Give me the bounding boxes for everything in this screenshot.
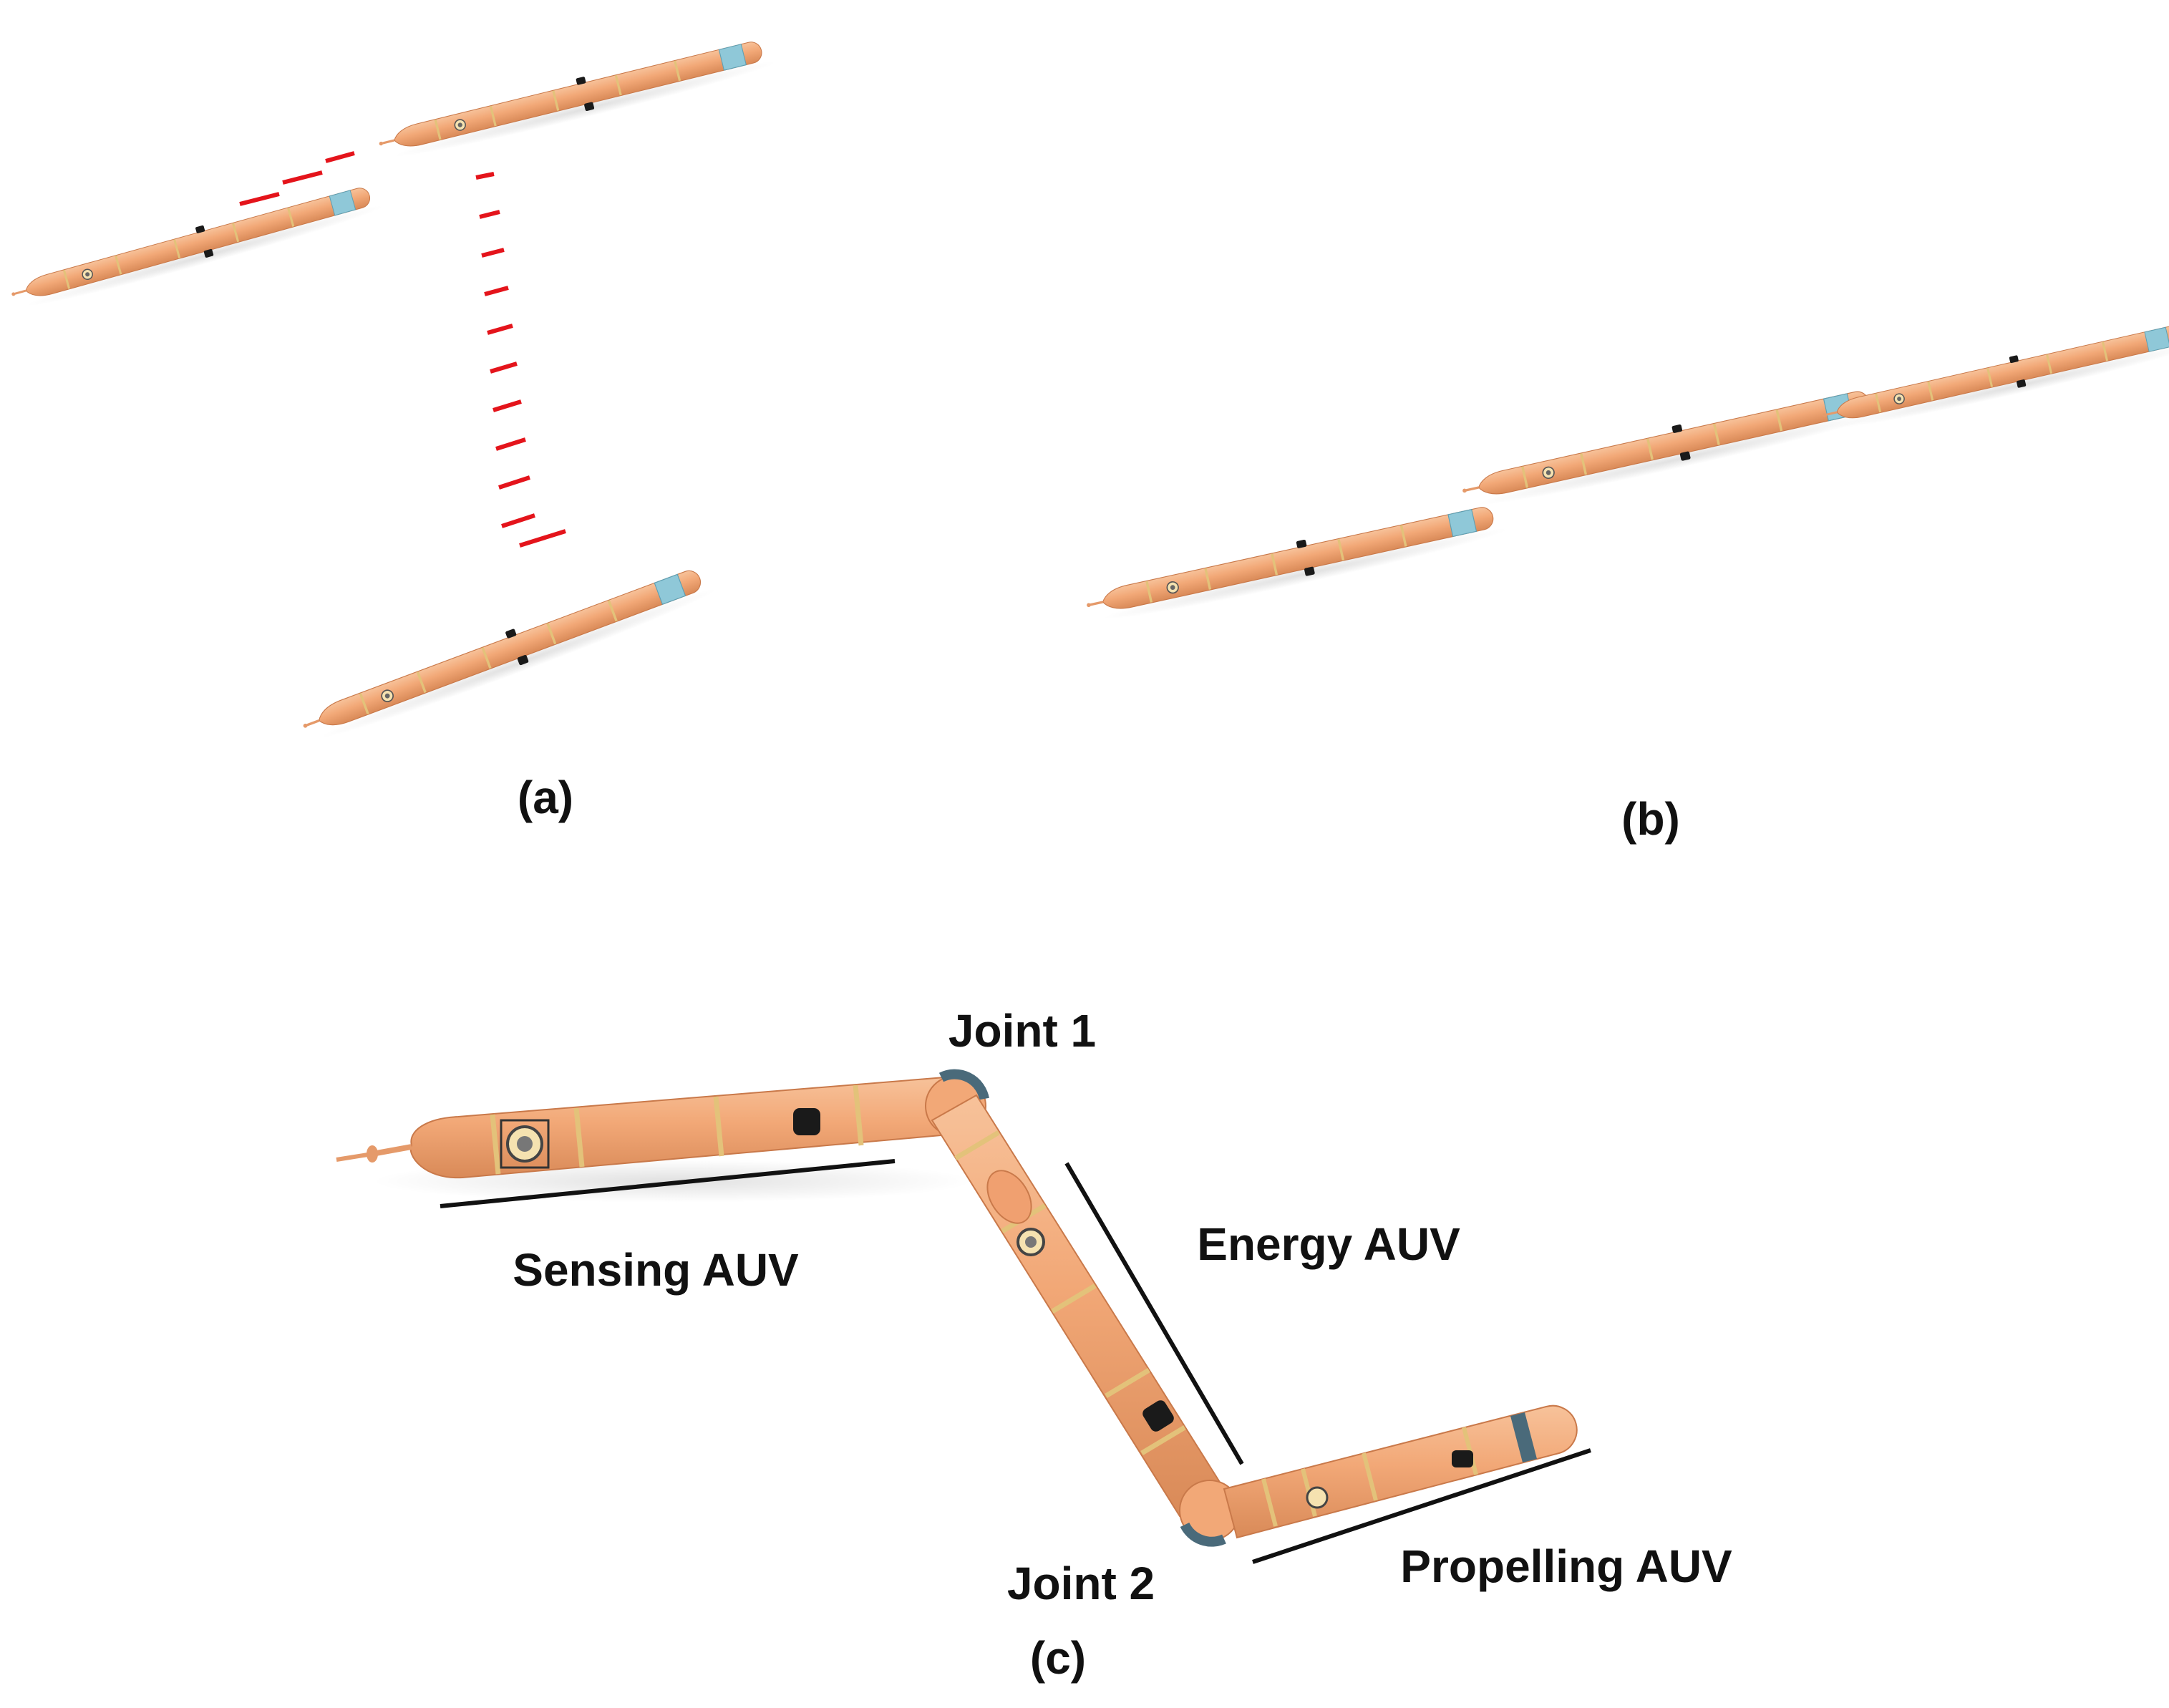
energy-leader-line [1064, 1162, 1244, 1465]
panel-b-auv-3 [1818, 314, 2169, 439]
sensing-leader-line [440, 1159, 896, 1208]
panel-a-auv-right [374, 29, 780, 168]
propelling-auv [1223, 1404, 1578, 1539]
panel-a-auv-left [6, 176, 388, 317]
panel-c: Joint 1 Sensing AUV Energy AUV Joint 2 P… [336, 1005, 1732, 1684]
sensing-auv-label: Sensing AUV [513, 1244, 799, 1296]
panel-a-caption: (a) [518, 772, 573, 823]
propelling-leader-line [1252, 1448, 1591, 1564]
panel-a: (a) [6, 29, 780, 823]
joint-2-label: Joint 2 [1007, 1558, 1155, 1609]
leader-lines [440, 1159, 1591, 1564]
energy-auv-label: Energy AUV [1197, 1218, 1460, 1270]
propelling-auv-label: Propelling AUV [1400, 1540, 1732, 1592]
panel-a-auv-bottom [296, 555, 722, 752]
energy-auv [931, 1094, 1226, 1518]
panel-c-caption: (c) [1030, 1632, 1086, 1684]
docking-path-horizontal [239, 151, 355, 206]
panel-b-caption: (b) [1621, 793, 1680, 845]
docking-path-vertical [475, 172, 566, 548]
panel-b-auv-1 [1082, 495, 1513, 631]
joint-1-label: Joint 1 [948, 1005, 1096, 1057]
panel-b: (b) [1082, 314, 2169, 845]
panel-b-auv-2 [1457, 379, 1888, 517]
